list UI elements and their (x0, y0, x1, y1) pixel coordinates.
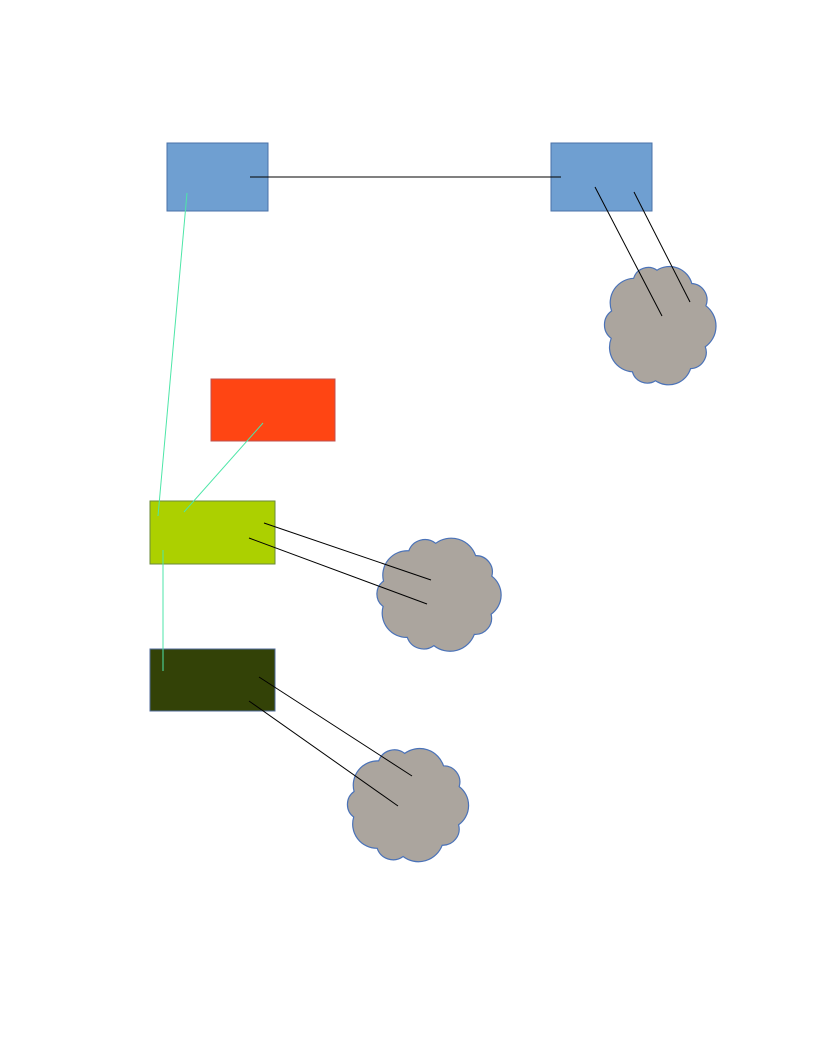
cloud-middle[interactable] (376, 537, 502, 652)
green-box[interactable] (149, 500, 276, 565)
red-box[interactable] (210, 378, 336, 442)
connector-blue-to-green (157, 192, 188, 517)
dark-green-box[interactable] (149, 648, 276, 712)
connector-blue-to-cloud-1 (594, 186, 663, 317)
connector-dark-to-cloud-2 (248, 700, 399, 807)
cloud-bottom[interactable] (346, 747, 470, 863)
blue-box-right[interactable] (550, 142, 653, 212)
cloud-top-right[interactable] (603, 265, 717, 386)
connector-green-to-cloud-1 (263, 522, 432, 581)
connector-blue-to-cloud-2 (633, 191, 691, 303)
connector-red-to-green (183, 422, 264, 513)
connector-green-to-cloud-2 (248, 537, 428, 605)
connector-dark-to-cloud-1 (258, 676, 413, 777)
